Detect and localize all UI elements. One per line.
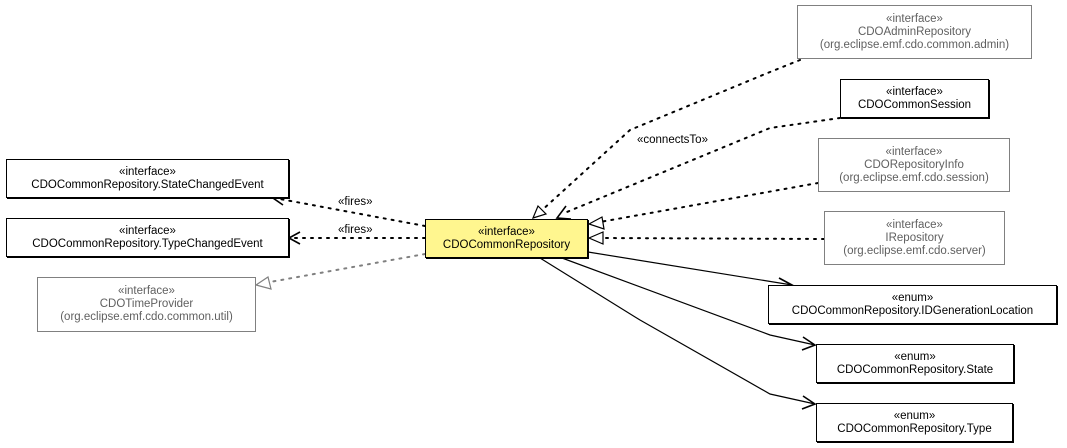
edge-timeprovider-realization: [269, 253, 426, 283]
edge-fires-statechanged: [279, 198, 426, 227]
stereotype: «interface»: [119, 224, 176, 237]
stereotype: «enum»: [891, 291, 934, 304]
edge-idgen-association: [587, 251, 793, 286]
connects-to-label: «connectsTo»: [637, 134, 708, 146]
edge-irepo-realization: [601, 237, 825, 240]
triangle-arrowhead: [587, 216, 605, 230]
edge-session-connects: [561, 117, 841, 215]
class-name: IRepository: [885, 231, 944, 244]
stereotype: «interface»: [886, 218, 943, 231]
open-arrowhead: [555, 205, 572, 220]
class-cdo-repository-info[interactable]: «interface» CDORepositoryInfo (org.eclip…: [818, 138, 1010, 192]
enum-type[interactable]: «enum» CDOCommonRepository.Type: [816, 403, 1013, 442]
class-state-changed-event[interactable]: «interface» CDOCommonRepository.StateCha…: [6, 159, 289, 198]
stereotype: «enum»: [894, 350, 936, 363]
class-type-changed-event[interactable]: «interface» CDOCommonRepository.TypeChan…: [6, 218, 289, 257]
package-name: (org.eclipse.emf.cdo.common.util): [60, 311, 233, 323]
stereotype: «interface»: [886, 85, 943, 98]
class-name: CDOCommonRepository.IDGenerationLocation: [791, 304, 1034, 317]
edge-repoinfo-realization: [599, 182, 819, 223]
triangle-arrowhead: [531, 204, 548, 219]
package-name: (org.eclipse.emf.cdo.server): [843, 244, 986, 257]
class-name: CDOAdminRepository: [857, 25, 972, 38]
stereotype: «interface»: [886, 12, 943, 25]
class-name: CDOCommonRepository.TypeChangedEvent: [32, 237, 263, 250]
fires-label: «fires»: [338, 224, 373, 236]
open-arrowhead: [801, 395, 817, 410]
class-irepository[interactable]: «interface» IRepository (org.eclipse.emf…: [824, 211, 1005, 265]
class-name: CDOCommonRepository.Type: [837, 422, 992, 435]
stereotype: «enum»: [893, 409, 936, 422]
open-arrowhead: [801, 336, 817, 351]
stereotype: «interface»: [119, 165, 176, 178]
fires-label: «fires»: [338, 196, 373, 208]
package-name: (org.eclipse.emf.cdo.common.admin): [819, 38, 1010, 51]
enum-id-generation-location[interactable]: «enum» CDOCommonRepository.IDGenerationL…: [768, 285, 1057, 324]
edge-admin-realization: [539, 59, 801, 213]
class-name: CDOCommonSession: [857, 98, 972, 111]
class-cdo-common-session[interactable]: «interface» CDOCommonSession: [840, 79, 989, 118]
edge-state-association: [561, 257, 816, 346]
class-name: CDOTimeProvider: [99, 298, 194, 310]
class-name: CDORepositoryInfo: [864, 158, 964, 171]
stereotype: «interface»: [478, 225, 535, 238]
stereotype: «interface»: [885, 145, 943, 158]
class-cdo-time-provider[interactable]: «interface» CDOTimeProvider (org.eclipse…: [37, 277, 256, 332]
triangle-arrowhead: [587, 231, 604, 245]
package-name: (org.eclipse.emf.cdo.session): [839, 171, 989, 184]
enum-state[interactable]: «enum» CDOCommonRepository.State: [816, 344, 1014, 383]
class-cdo-common-repository[interactable]: «interface» CDOCommonRepository: [425, 219, 588, 258]
class-name: CDOCommonRepository: [442, 238, 571, 251]
class-name: CDOCommonRepository.StateChangedEvent: [31, 178, 264, 191]
edge-type-association: [539, 257, 816, 405]
open-arrowhead: [287, 231, 301, 245]
class-name: CDOCommonRepository.State: [836, 363, 994, 376]
class-cdo-admin-repository[interactable]: «interface» CDOAdminRepository (org.ecli…: [797, 5, 1032, 59]
triangle-arrowhead: [254, 276, 272, 290]
stereotype: «interface»: [118, 285, 175, 297]
